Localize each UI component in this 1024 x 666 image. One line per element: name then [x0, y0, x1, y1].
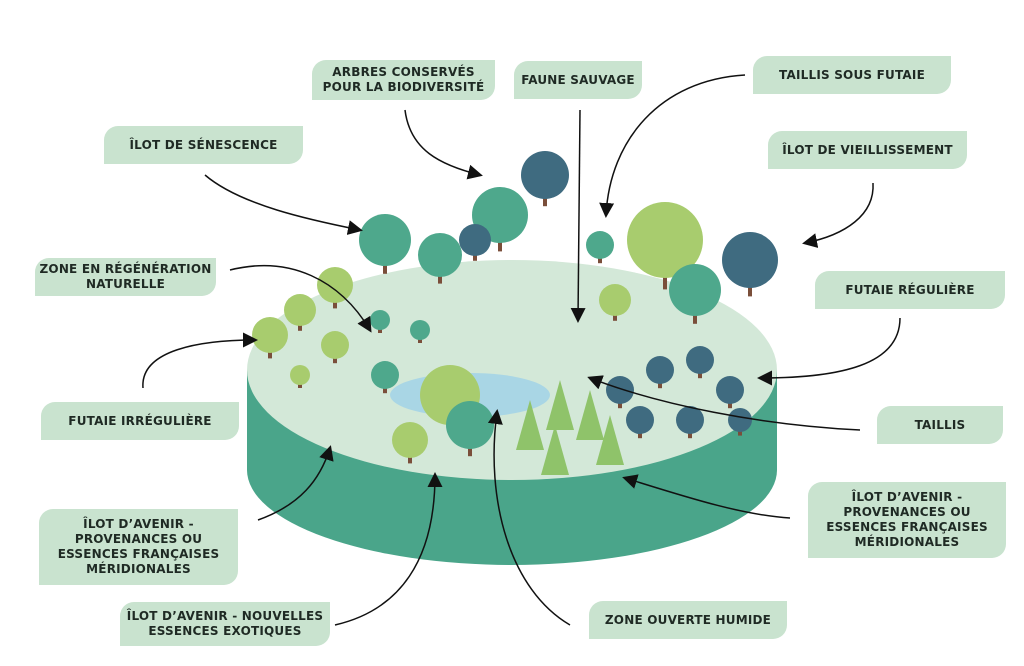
conifer-tree	[576, 390, 604, 440]
tree-crown	[252, 317, 288, 353]
arrow-avenir-left	[257, 445, 334, 521]
label-faune-sauvage: FAUNE SAUVAGE	[514, 61, 642, 99]
label-futaie-irreguliere: FUTAIE IRRÉGULIÈRE	[41, 402, 239, 440]
conifer-tree	[541, 425, 569, 475]
label-ilot-avenir-left: ÎLOT D’AVENIR - PROVENANCES OU ESSENCES …	[39, 509, 238, 585]
conifer-tree	[596, 415, 624, 465]
tree-crown	[371, 361, 399, 389]
label-ilot-avenir-right: ÎLOT D’AVENIR - PROVENANCES OU ESSENCES …	[808, 482, 1006, 558]
arrows	[142, 74, 901, 626]
tree-crown	[370, 310, 390, 330]
label-zone-regeneration: ZONE EN RÉGÉNÉRATION NATURELLE	[35, 258, 216, 296]
arrow-regeneration	[229, 264, 372, 333]
tree-crown	[676, 406, 704, 434]
label-taillis: TAILLIS	[877, 406, 1003, 444]
arrow-zone-humide	[487, 409, 571, 626]
tree-crown	[446, 401, 494, 449]
tree-crown	[459, 224, 491, 256]
tree-crown	[586, 231, 614, 259]
arrow-futaie-irreguliere	[142, 332, 258, 389]
label-ilot-vieillissement: ÎLOT DE VIEILLISSEMENT	[768, 131, 967, 169]
label-futaie-reguliere: FUTAIE RÉGULIÈRE	[815, 271, 1005, 309]
label-ilot-senescence: ÎLOT DE SÉNESCENCE	[104, 126, 303, 164]
tree-crown	[722, 232, 778, 288]
tree-crown	[418, 233, 462, 277]
arrow-taillis-sous-futaie	[599, 74, 746, 218]
arrow-futaie-reguliere	[757, 317, 901, 386]
conifer-tree	[516, 400, 544, 450]
trees	[252, 151, 778, 475]
arrow-nouvelles	[334, 472, 443, 626]
tree-crown	[606, 376, 634, 404]
tree-crown	[521, 151, 569, 199]
tree-crown	[359, 214, 411, 266]
tree-crown	[728, 408, 752, 432]
label-zone-ouverte-humide: ZONE OUVERTE HUMIDE	[589, 601, 787, 639]
tree-crown	[669, 264, 721, 316]
conifer-tree	[546, 380, 574, 430]
tree-crown	[321, 331, 349, 359]
tree-crown	[646, 356, 674, 384]
arrow-vieillissement	[802, 182, 874, 248]
label-nouvelles-essences: ÎLOT D’AVENIR - NOUVELLES ESSENCES EXOTI…	[120, 602, 330, 646]
label-arbres-conserves: ARBRES CONSERVÉS POUR LA BIODIVERSITÉ	[312, 60, 495, 100]
label-taillis-sous-futaie: TAILLIS SOUS FUTAIE	[753, 56, 951, 94]
tree-crown	[284, 294, 316, 326]
tree-crown	[317, 267, 353, 303]
tree-crown	[290, 365, 310, 385]
tree-crown	[599, 284, 631, 316]
arrow-senescence	[204, 174, 363, 236]
tree-crown	[716, 376, 744, 404]
tree-crown	[686, 346, 714, 374]
arrow-arbres	[404, 109, 483, 180]
tree-crown	[626, 406, 654, 434]
tree-crown	[410, 320, 430, 340]
tree-crown	[392, 422, 428, 458]
arrow-avenir-right	[622, 474, 791, 519]
arrow-taillis	[587, 375, 861, 431]
arrow-faune	[570, 109, 586, 323]
tree-crown	[627, 202, 703, 278]
